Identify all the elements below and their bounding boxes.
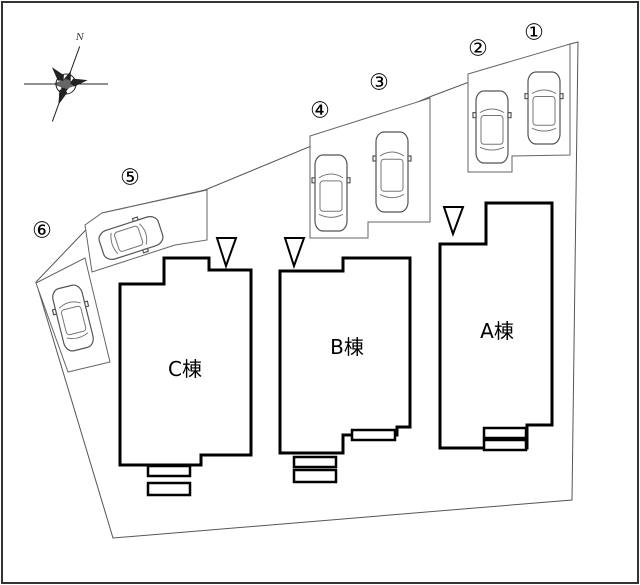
parking-space-number: ② — [468, 37, 488, 62]
building-a-label: A棟 — [480, 319, 514, 343]
parking-space-number: ⑤ — [120, 166, 140, 191]
compass-rose-icon: N — [24, 33, 108, 122]
parking-space-number: ④ — [310, 99, 330, 124]
building-a — [438, 201, 554, 450]
triangle-down-icon — [215, 237, 238, 270]
car-icon — [51, 284, 94, 352]
cars-layer — [51, 71, 564, 352]
building-b-label: B棟 — [330, 335, 364, 359]
building-b-step — [292, 455, 338, 469]
building-c-step — [146, 464, 192, 478]
building-b — [278, 256, 412, 455]
parking-space-number: ⑥ — [32, 219, 52, 244]
car-icon — [524, 71, 564, 145]
triangle-down-icon — [283, 237, 306, 270]
car-icon — [98, 216, 164, 260]
building-c-step — [146, 481, 192, 497]
parking-space-number: ③ — [369, 71, 389, 96]
compass-north-label: N — [75, 33, 85, 43]
parking-space-number: ① — [524, 21, 544, 46]
building-b-step — [350, 428, 397, 442]
building-a-step — [482, 438, 528, 452]
building-a-step — [482, 426, 528, 440]
triangle-down-icon — [442, 206, 465, 238]
car-icon — [311, 154, 351, 232]
building-b-step — [292, 468, 338, 484]
building-c-label: C棟 — [168, 357, 202, 381]
car-icon — [472, 90, 512, 164]
car-icon — [372, 131, 412, 213]
